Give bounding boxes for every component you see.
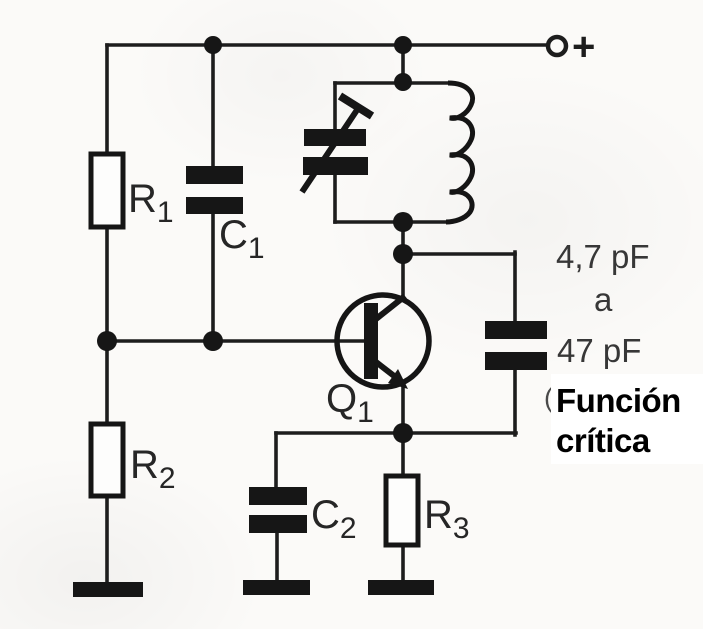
resistor-r3: R3: [383, 473, 470, 548]
annotation-line-1: Función: [556, 382, 681, 419]
variable-capacitor: [299, 92, 375, 194]
critical-function-annotation: ( Función crítica: [544, 374, 703, 464]
supply-terminal: +: [545, 25, 595, 69]
capacitor-c1: C1: [186, 166, 265, 265]
transistor-q1-emitter-arrow: [388, 369, 408, 389]
junction-dot: [97, 331, 117, 351]
variable-capacitor-arrow: [299, 108, 360, 194]
annotation-background: [551, 374, 703, 464]
transistor-q1: Q1: [326, 292, 432, 429]
ground-icon: [243, 580, 310, 595]
junction-dot: [393, 244, 413, 264]
range-line-1: 4,7 pF: [556, 238, 650, 275]
feedback-capacitor-plate: [485, 321, 547, 339]
ground-symbols: [73, 580, 434, 597]
variable-capacitor-arrow-head: [337, 92, 375, 120]
capacitor-c1-plate: [186, 166, 243, 184]
capacitor-c2: C2: [249, 487, 357, 545]
transistor-q1-circle: [334, 292, 432, 390]
resistor-r1-label: R1: [128, 177, 174, 229]
capacitor-c2-plate: [249, 487, 307, 505]
resistor-r2: R2: [88, 421, 176, 499]
range-line-2: a: [594, 281, 613, 318]
transistor-q1-collector: [374, 293, 407, 322]
junction-dot: [393, 212, 413, 232]
capacitor-c2-plate: [249, 515, 307, 533]
junction-dot: [204, 36, 222, 54]
ground-icon: [368, 580, 434, 595]
capacitor-c1-plate: [186, 197, 243, 214]
resistor-r2-body: [88, 421, 126, 499]
resistor-r3-label: R3: [424, 493, 470, 545]
scan-artifact-paren: (: [544, 383, 553, 413]
resistor-r3-body: [383, 473, 421, 548]
capacitor-c1-label: C1: [219, 213, 265, 265]
range-line-3: 47 pF: [557, 332, 641, 369]
feedback-capacitor-plate: [485, 352, 547, 370]
transistor-q1-base-bar: [364, 303, 378, 379]
inductor-coil: [445, 80, 475, 225]
supply-terminal-circle: [545, 34, 569, 58]
junction-dot: [394, 73, 412, 91]
resistor-r2-label: R2: [130, 443, 176, 495]
supply-plus-label: +: [572, 25, 595, 69]
junction-dot: [394, 36, 412, 54]
resistor-r1: R1: [88, 151, 174, 230]
capacitor-c2-label: C2: [311, 493, 357, 545]
feedback-capacitor: [485, 321, 547, 370]
ground-icon: [73, 582, 143, 597]
junction-dot: [203, 331, 223, 351]
capacitance-range-text: 4,7 pF a 47 pF: [556, 238, 650, 369]
annotation-line-2: crítica: [556, 422, 651, 459]
junction-dots: [97, 36, 413, 443]
resistor-r1-body: [88, 151, 126, 230]
junction-dot: [393, 423, 413, 443]
transistor-q1-label: Q1: [326, 377, 374, 429]
